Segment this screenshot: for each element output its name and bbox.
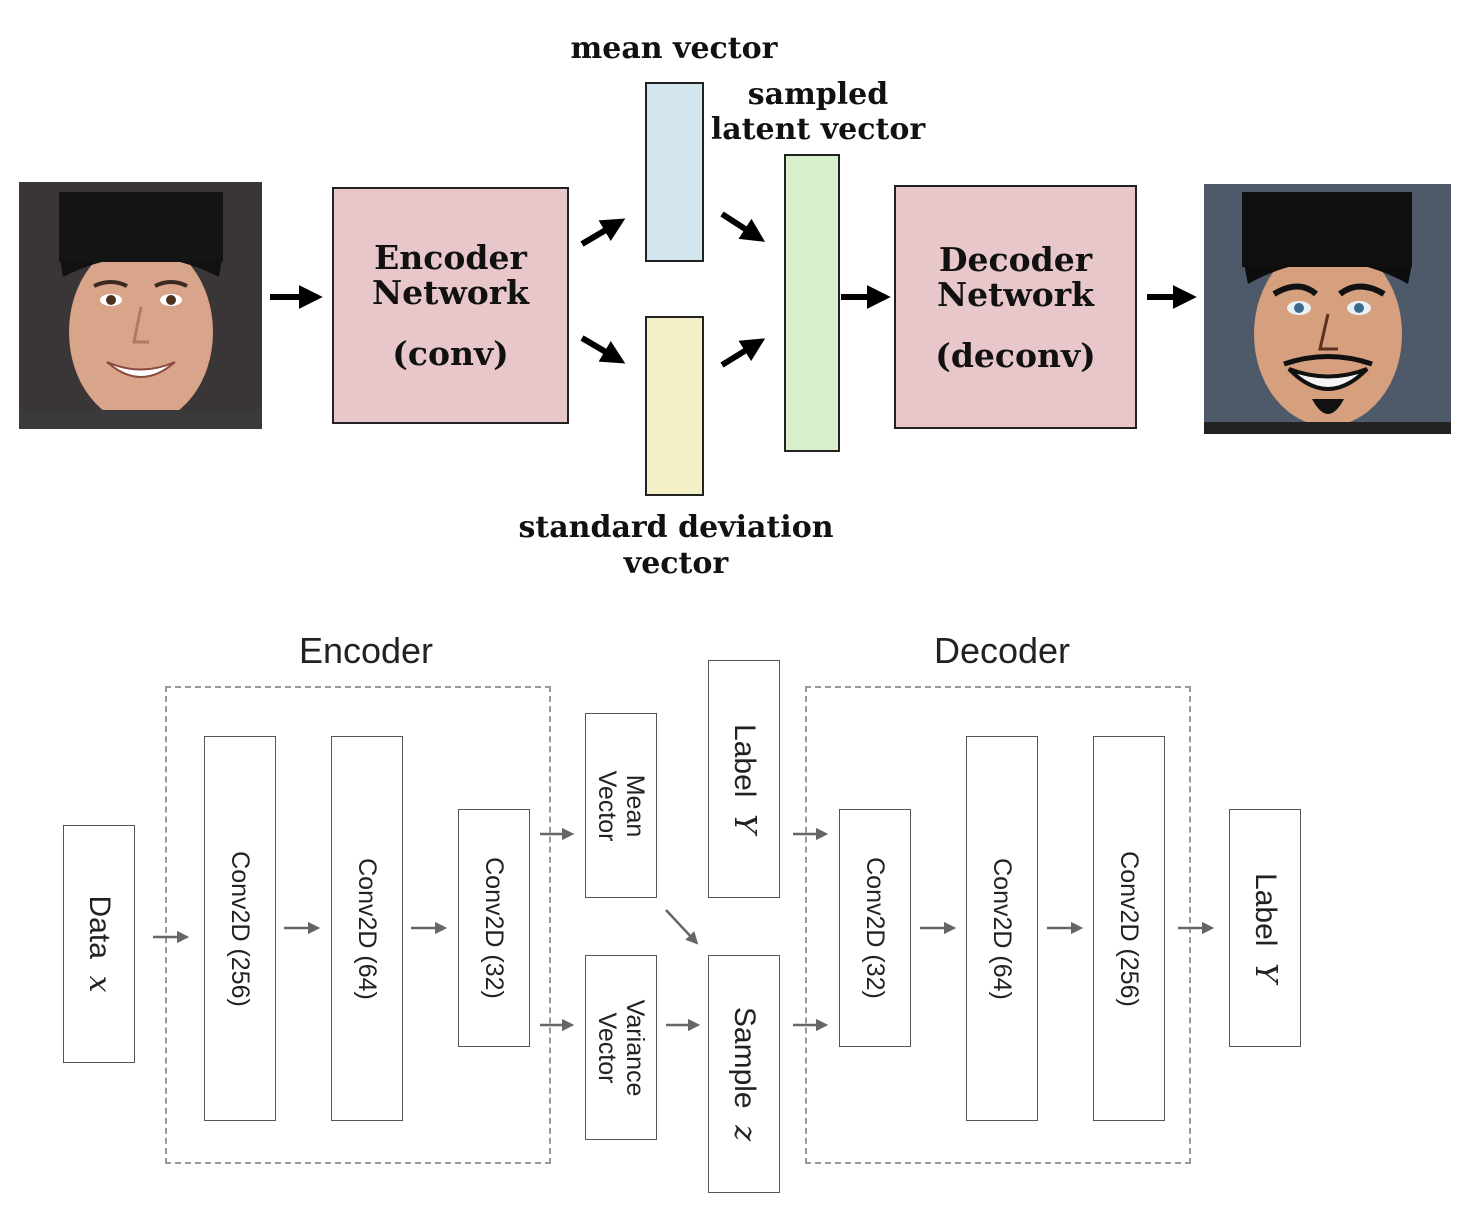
output-cartoon-face: [1204, 184, 1451, 434]
label-in-symbol: Y: [727, 814, 762, 834]
data-symbol: x: [82, 975, 117, 993]
decoder-network-subtitle: (deconv): [935, 335, 1096, 375]
arrow-mean-to-sample: [665, 909, 699, 945]
decoder-conv-64-block: Conv2D (64): [966, 736, 1038, 1121]
mean-vector-block: Mean Vector: [585, 713, 657, 898]
encoder-conv-256-block: Conv2D (256): [204, 736, 276, 1121]
arrow-encoder-to-mean: [580, 218, 626, 247]
encoder-conv-256-label: Conv2D (256): [226, 850, 254, 1007]
latent-vector-label-line1: sampled: [747, 77, 889, 112]
std-vector-label-line2: vector: [623, 546, 729, 581]
mean-vector-bar: [645, 82, 704, 262]
encoder-network-subtitle: (conv): [392, 334, 509, 373]
decoder-group-frame: [805, 686, 1191, 1164]
encoder-conv-32-label: Conv2D (32): [480, 857, 508, 999]
label-in-text: Label: [728, 724, 761, 798]
encoder-group-frame: [165, 686, 551, 1164]
encoder-network-title-line2: Network: [371, 273, 530, 312]
arrow-std-to-latent: [720, 338, 766, 368]
arrow-mean-to-latent: [720, 211, 766, 242]
input-face-photo: [19, 182, 262, 429]
sample-text: Sample: [728, 1006, 761, 1109]
encoder-group-title: Encoder: [298, 630, 434, 671]
top-arrows: [270, 211, 1197, 368]
encoder-conv-32-block: Conv2D (32): [458, 809, 530, 1047]
encoder-network-title-line1: Encoder: [374, 238, 527, 277]
encoder-conv-64-label: Conv2D (64): [353, 857, 381, 1000]
variance-vector-block: Variance Vector: [585, 955, 657, 1140]
label-y-input-block: Label Y: [708, 660, 780, 898]
variance-vector-line1: Variance: [621, 999, 649, 1096]
latent-vector-bar: [784, 154, 840, 452]
decoder-conv-32-block: Conv2D (32): [839, 809, 911, 1047]
data-label: Data: [83, 895, 116, 959]
std-vector-bar: [645, 316, 704, 496]
decoder-network-box: Decoder Network (deconv): [894, 185, 1137, 429]
label-out-symbol: Y: [1248, 963, 1283, 983]
decoder-group-title: Decoder: [933, 630, 1071, 671]
decoder-conv-32-label: Conv2D (32): [861, 857, 889, 999]
sample-z-block: Sample z: [708, 955, 780, 1193]
decoder-conv-64-label: Conv2D (64): [988, 857, 1016, 1000]
std-vector-label-line1: standard deviation: [518, 510, 834, 545]
mean-vector-line1: Mean: [621, 774, 649, 837]
sample-symbol: z: [727, 1125, 762, 1142]
mean-vector-label: mean vector: [570, 31, 778, 66]
encoder-network-box: Encoder Network (conv): [332, 187, 569, 424]
label-out-text: Label: [1249, 873, 1282, 947]
label-y-output-block: Label Y: [1229, 809, 1301, 1047]
decoder-network-title-line1: Decoder: [938, 239, 1093, 279]
mean-vector-line2: Vector: [593, 770, 621, 841]
decoder-conv-256-block: Conv2D (256): [1093, 736, 1165, 1121]
encoder-conv-64-block: Conv2D (64): [331, 736, 403, 1121]
arrow-encoder-to-std: [580, 335, 626, 364]
data-x-block: Data x: [63, 825, 135, 1063]
latent-vector-label-line2: latent vector: [710, 112, 926, 147]
decoder-network-title-line2: Network: [936, 274, 1095, 314]
variance-vector-line2: Vector: [593, 1012, 621, 1083]
decoder-conv-256-label: Conv2D (256): [1115, 850, 1143, 1007]
